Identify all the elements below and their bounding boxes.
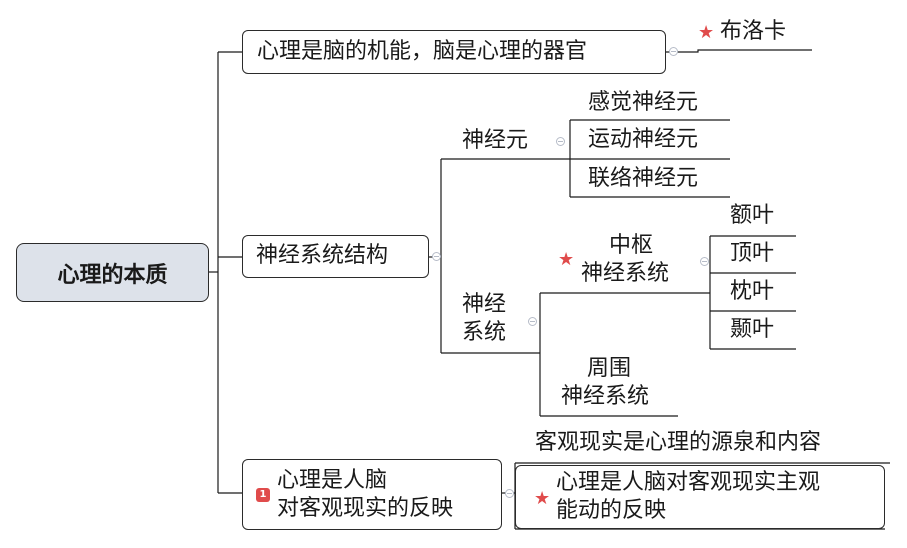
topic-pns-line1[interactable]: 周围	[587, 356, 632, 381]
star-icon: ★	[698, 22, 715, 43]
topic-brain-function-label: 心理是脑的机能，脑是心理的器官	[257, 39, 588, 64]
root-topic[interactable]: 心理的本质	[16, 243, 209, 302]
topic-reflection-of-reality[interactable]: 1 心理是人脑 对客观现实的反映	[242, 459, 502, 530]
collapse-icon[interactable]	[432, 252, 441, 261]
topic-cns-line1[interactable]: 中枢	[609, 233, 654, 258]
topic-neuron[interactable]: 神经元	[462, 128, 529, 153]
topic-cns-line2[interactable]: 神经系统	[581, 261, 670, 286]
topic-nervous-system-structure[interactable]: 神经系统结构	[242, 235, 429, 278]
topic-occipital-lobe[interactable]: 枕叶	[730, 279, 775, 304]
collapse-icon[interactable]	[556, 137, 565, 146]
star-icon: ★	[534, 488, 551, 509]
topic-reflection-line1: 心理是人脑	[277, 468, 388, 493]
topic-interneuron[interactable]: 联络神经元	[588, 166, 699, 191]
topic-nervous-system-line2[interactable]: 系统	[462, 320, 507, 345]
topic-pns-line2[interactable]: 神经系统	[561, 384, 650, 409]
topic-active-reflection[interactable]: ★ 心理是人脑对客观现实主观 能动的反映	[515, 465, 885, 529]
topic-active-reflection-line2: 能动的反映	[556, 498, 667, 523]
collapse-icon[interactable]	[700, 257, 709, 266]
topic-nervous-system-structure-label: 神经系统结构	[256, 243, 389, 268]
topic-active-reflection-line1: 心理是人脑对客观现实主观	[556, 470, 821, 495]
topic-broca[interactable]: 布洛卡	[720, 19, 787, 44]
collapse-icon[interactable]	[528, 317, 537, 326]
collapse-icon[interactable]	[669, 47, 678, 56]
topic-reflection-line2: 对客观现实的反映	[277, 496, 454, 521]
star-icon: ★	[558, 249, 575, 270]
topic-nervous-system-line1[interactable]: 神经	[462, 292, 507, 317]
topic-parietal-lobe[interactable]: 顶叶	[730, 241, 775, 266]
topic-brain-function[interactable]: 心理是脑的机能，脑是心理的器官	[242, 30, 666, 74]
topic-motor-neuron[interactable]: 运动神经元	[588, 127, 699, 152]
topic-sensory-neuron[interactable]: 感觉神经元	[588, 90, 699, 115]
topic-frontal-lobe[interactable]: 额叶	[730, 203, 775, 228]
root-topic-label: 心理的本质	[57, 262, 168, 288]
priority-1-icon: 1	[256, 488, 270, 502]
collapse-icon[interactable]	[505, 489, 514, 498]
topic-reality-source[interactable]: 客观现实是心理的源泉和内容	[535, 430, 822, 455]
topic-temporal-lobe[interactable]: 颞叶	[730, 317, 775, 342]
